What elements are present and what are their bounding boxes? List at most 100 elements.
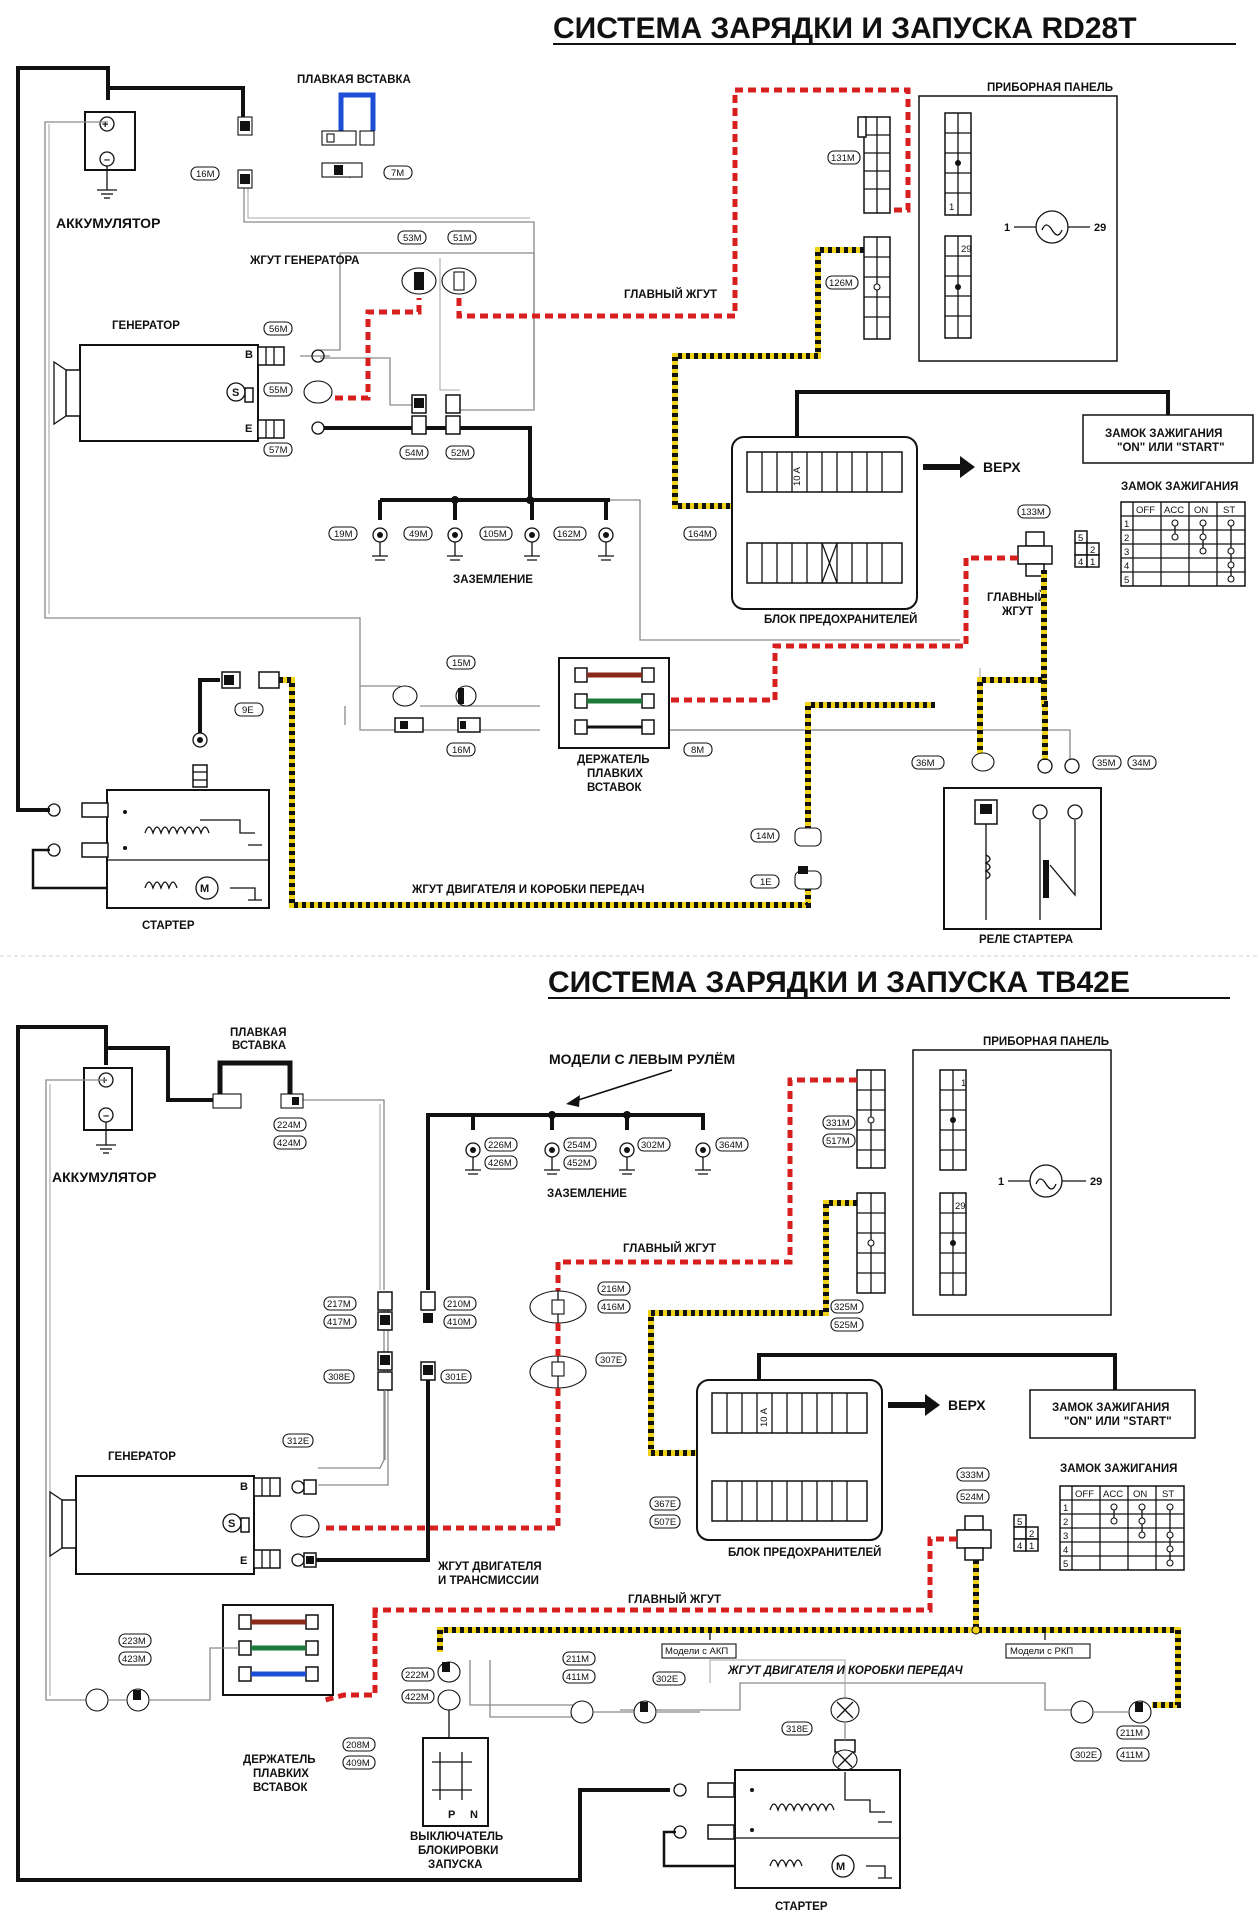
mt-model-label: Модели с РКП (1010, 1646, 1073, 1657)
sw-head: ACC (1164, 505, 1184, 516)
tag: 223M (122, 1636, 146, 1647)
tag: 411M (1120, 1750, 1143, 1761)
bottom-fuse-link-line2: ВСТАВКА (232, 1040, 286, 1052)
bottom-ground-label: ЗАЗЕМЛЕНИЕ (547, 1188, 627, 1200)
at-model-label: Модели с АКП (665, 1646, 728, 1657)
sw-row: 4 (1124, 561, 1129, 572)
p2: 2 (1029, 1529, 1034, 1540)
sw-row: 1 (1124, 519, 1129, 530)
top-starter-relay (943, 787, 1102, 930)
tag: 211M (566, 1654, 589, 1665)
inhibitor-line3: ЗАПУСКА (428, 1859, 482, 1871)
tag: 53M (403, 233, 422, 244)
tag: 416M (601, 1302, 625, 1313)
svg-text:–: – (103, 1110, 109, 1122)
tag: 16M (452, 745, 471, 756)
tag: 423M (122, 1654, 146, 1665)
top-alternator-label: ГЕНЕРАТОР (112, 320, 180, 332)
top-instrument-panel-label: ПРИБОРНАЯ ПАНЕЛЬ (987, 82, 1113, 94)
top-title: СИСТЕМА ЗАРЯДКИ И ЗАПУСКА RD28T (553, 12, 1137, 45)
tag: 133M (1021, 507, 1045, 518)
tag: 364M (719, 1140, 743, 1151)
top-fuse-block-label: БЛОК ПРЕДОХРАНИТЕЛЕЙ (764, 613, 917, 626)
sw-head: ST (1162, 1489, 1174, 1500)
tag: 208M (346, 1740, 370, 1751)
fuse-10a: 10 A (792, 466, 803, 486)
bottom-starter-label: СТАРТЕР (775, 1901, 828, 1913)
top-fuse-holder-line3: ВСТАВОК (587, 782, 642, 794)
pin-1-lamp: 1 (1004, 222, 1010, 234)
sw-row: 2 (1063, 1517, 1068, 1528)
tag: 254M (567, 1140, 591, 1151)
tag: 55M (269, 385, 288, 396)
p3: 3 (1017, 1529, 1022, 1540)
tag: 224M (277, 1120, 301, 1131)
top-ground-label: ЗАЗЕМЛЕНИЕ (453, 574, 533, 586)
bottom-starter (734, 1769, 901, 1889)
tag: 9E (242, 705, 254, 716)
tag: 131M (831, 153, 855, 164)
top-alt-harness-label: ЖГУТ ГЕНЕРАТОРА (249, 255, 360, 267)
sw-row: 4 (1063, 1545, 1068, 1556)
bottom-instrument-panel-label: ПРИБОРНАЯ ПАНЕЛЬ (983, 1036, 1109, 1048)
svg-text:+: + (102, 119, 108, 131)
tag: 14M (756, 831, 775, 842)
bottom-fuse-block-label: БЛОК ПРЕДОХРАНИТЕЛЕЙ (728, 1546, 881, 1559)
top-instrument-connectors (857, 116, 891, 340)
bottom-main-harness2-label: ГЛАВНЫЙ ЖГУТ (628, 1593, 721, 1606)
bottom-conn-block: 5 3 2 4 1 (1013, 1514, 1039, 1552)
bottom-main-harness-label: ГЛАВНЫЙ ЖГУТ (623, 1242, 716, 1255)
bottom-up-label: ВЕРХ (948, 1397, 986, 1413)
tag: 525M (834, 1320, 858, 1331)
pin-1: 1 (949, 202, 954, 213)
top-grounds (372, 527, 614, 561)
tag: 16M (196, 169, 215, 180)
battery-bottom: + – (83, 1067, 133, 1154)
sw-row: 3 (1124, 547, 1129, 558)
tag: 126M (829, 278, 853, 289)
p5: 5 (1078, 533, 1083, 544)
p4: 4 (1078, 557, 1083, 568)
sw-row: 5 (1124, 575, 1129, 586)
tag: 308E (328, 1372, 350, 1383)
tag: 331M (826, 1118, 850, 1129)
bottom-fuse-holder-line3: ВСТАВОК (253, 1782, 308, 1794)
tag: 7M (391, 168, 404, 179)
tag: 216M (601, 1284, 625, 1295)
alt-e: E (240, 1555, 247, 1567)
alt-b: B (240, 1481, 248, 1493)
tag: 226M (488, 1140, 512, 1151)
tag: 422M (405, 1692, 429, 1703)
pin-29-lamp: 29 (1090, 1176, 1102, 1188)
tag: 307E (600, 1355, 622, 1366)
starter-m: M (836, 1861, 845, 1873)
bottom-alternator (75, 1475, 255, 1575)
tag: 54M (405, 448, 424, 459)
bottom-ign-switch-label: ЗАМОК ЗАЖИГАНИЯ (1060, 1463, 1177, 1475)
tag: 222M (405, 1670, 429, 1681)
top-main-harness2-line1: ГЛАВНЫЙ (987, 591, 1046, 604)
bottom-title: СИСТЕМА ЗАРЯДКИ И ЗАПУСКА TB42E (548, 966, 1130, 999)
tag: 409M (346, 1758, 370, 1769)
tag: 57M (269, 445, 288, 456)
top-main-harness-label: ГЛАВНЫЙ ЖГУТ (624, 288, 717, 301)
fuse-10a: 10 A (759, 1407, 770, 1427)
pin-1: 1 (961, 1078, 966, 1089)
pin-29-lamp: 29 (1094, 222, 1106, 234)
pin-29: 29 (961, 244, 972, 255)
top-up-label: ВЕРХ (983, 459, 1021, 475)
bottom-fuse-link-line1: ПЛАВКАЯ (230, 1027, 287, 1039)
alt-e: E (245, 423, 252, 435)
top-ign-switch-box-line2: "ON" ИЛИ "START" (1117, 442, 1225, 454)
pin-1-lamp: 1 (998, 1176, 1004, 1188)
inhibitor-switch (422, 1737, 489, 1827)
top-ign-switch-box (1082, 414, 1254, 464)
bottom-ign-switch-box (1029, 1389, 1196, 1439)
tag: 524M (960, 1492, 984, 1503)
tag: 217M (327, 1299, 351, 1310)
bottom-engine-trans-line2: И ТРАНСМИССИИ (438, 1575, 539, 1587)
sw-head: OFF (1075, 1489, 1094, 1500)
tag: 15M (452, 658, 471, 669)
